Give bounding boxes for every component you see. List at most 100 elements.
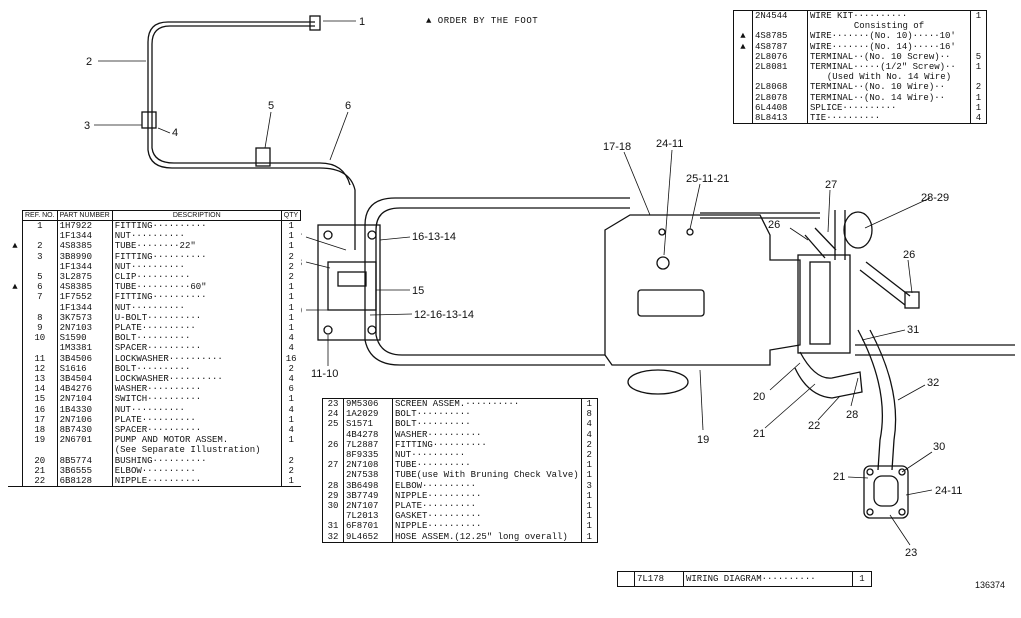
wd-part: 7L178 — [634, 571, 684, 587]
cell-qty — [970, 31, 987, 42]
cell-qty: 4 — [280, 404, 301, 415]
switch-plate — [317, 224, 381, 341]
callout-17-18: 17-18 — [603, 141, 631, 153]
switch-window — [337, 271, 367, 287]
tube-27 — [804, 210, 846, 260]
cell-qty — [970, 21, 987, 32]
cell-part — [752, 72, 808, 83]
tube-26 — [859, 261, 911, 306]
cell-part: 1H7922 — [57, 220, 113, 232]
cell-mark — [8, 374, 23, 384]
cell-qty: 2 — [280, 455, 301, 466]
cell-desc: SWITCH·········· — [114, 394, 202, 405]
cell-desc: SPLICE·········· — [810, 102, 897, 113]
cell-desc: BOLT·········· — [114, 333, 191, 344]
cell-ref: 25 — [322, 419, 344, 430]
cell-desc: LOCKWASHER·········· — [114, 353, 223, 364]
cell-mark — [8, 292, 23, 302]
cell-part: 6L4408 — [752, 102, 808, 114]
cell-part: 2N7538 — [343, 470, 393, 481]
cell-ref: 9 — [22, 323, 58, 334]
cell-desc: (See Separate Illustration) — [114, 445, 261, 456]
cell-desc: WASHER·········· — [395, 429, 482, 440]
cell-mark — [8, 415, 23, 425]
cell-ref: 27 — [322, 460, 344, 471]
cell-part: 2N7107 — [343, 501, 393, 512]
cell-qty: 1 — [280, 323, 301, 334]
cell-ref — [22, 445, 58, 456]
cell-desc: SPACER·········· — [114, 343, 202, 354]
callout-2: 2 — [86, 56, 92, 68]
cell-part: S1616 — [57, 363, 113, 375]
cell-desc: PUMP AND MOTOR ASSEM. — [114, 435, 229, 446]
callout-21-b: 21 — [833, 471, 845, 483]
header-ref: REF. NO. — [22, 210, 58, 221]
cell-qty: 4 — [580, 429, 598, 440]
cell-ref — [322, 470, 344, 481]
cell-part: 4B4278 — [343, 429, 393, 440]
cell-part: S1590 — [57, 333, 113, 344]
cell-ref: 30 — [322, 501, 344, 512]
cell-desc: TUBE(use With Bruning Check Valve) — [395, 470, 579, 481]
cell-qty: 6 — [280, 384, 301, 395]
cell-desc: NUT·········· — [114, 302, 185, 313]
cell-qty: 4 — [280, 374, 301, 385]
cell-mark — [734, 62, 753, 72]
cell-ref — [322, 511, 344, 522]
cell-ref — [22, 261, 58, 273]
cell-part: 3B6498 — [343, 480, 393, 491]
cell-qty — [280, 445, 301, 456]
cell-mark — [8, 466, 23, 476]
cell-ref: 26 — [322, 439, 344, 451]
cell-qty: 1 — [280, 476, 301, 487]
cell-mark — [8, 231, 23, 241]
cell-mark — [8, 476, 23, 487]
header-part: PART NUMBER — [56, 210, 113, 221]
cell-part: 2L8081 — [752, 62, 808, 73]
cell-part: S1571 — [343, 419, 393, 430]
callout-24-11-bottom: 24-11 — [935, 485, 962, 497]
cell-qty: 1 — [580, 460, 598, 471]
callout-12-16-13-14: 12-16-13-14 — [414, 309, 474, 321]
cell-mark — [8, 456, 23, 466]
callout-22: 22 — [808, 420, 820, 432]
cell-qty: 4 — [280, 425, 301, 436]
elbow-21 — [794, 351, 863, 399]
cell-desc: FITTING·········· — [114, 221, 207, 231]
callout-5: 5 — [268, 100, 274, 112]
screen-plate — [863, 465, 909, 519]
cell-desc: FITTING·········· — [395, 439, 487, 450]
callout-16-13-14: 16-13-14 — [412, 231, 456, 243]
callout-19: 19 — [697, 434, 709, 446]
callout-6: 6 — [345, 100, 351, 112]
cell-desc: NIPPLE·········· — [395, 521, 482, 532]
table-row: 1F1344 NUT··········1 — [8, 302, 301, 313]
frame-right-top — [700, 212, 820, 219]
cell-ref: 23 — [322, 398, 344, 410]
cell-part: 4S8785 — [752, 31, 808, 42]
cell-qty: 4 — [970, 113, 987, 124]
cell-mark — [734, 103, 753, 113]
cell-ref: 6 — [22, 282, 58, 293]
cell-desc: WIRE·······(No. 14)·····16' — [810, 41, 956, 52]
cell-desc: FITTING·········· — [114, 251, 207, 262]
cell-part: 2N6701 — [57, 435, 113, 446]
cell-part: 8B5774 — [57, 455, 113, 466]
cell-qty: 1 — [280, 435, 301, 446]
cell-desc: TUBE··········60" — [114, 282, 207, 293]
cell-ref: 17 — [22, 414, 58, 426]
cell-mark — [8, 313, 23, 323]
cell-part — [57, 445, 113, 456]
